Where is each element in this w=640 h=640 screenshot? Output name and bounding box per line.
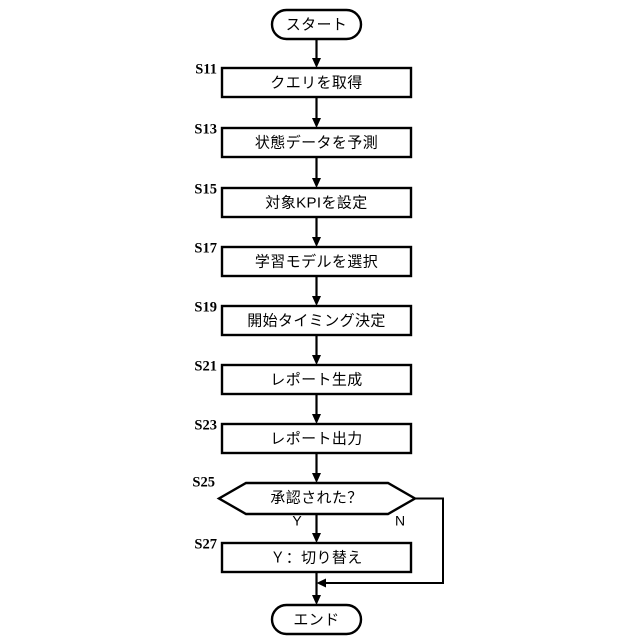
s15-label: 対象KPIを設定 (265, 194, 367, 211)
s27-label: Ｙ：切り替え (270, 549, 362, 566)
connector-s15-to-s17 (312, 217, 321, 247)
s21-label: レポート生成 (270, 371, 362, 388)
step-id-s23: S23 (194, 417, 217, 433)
node-s17[interactable]: 学習モデルを選択 (220, 245, 413, 278)
connector-s25-yes-to-s27 (312, 514, 321, 543)
connector-s25-no-loop (316, 497, 444, 588)
step-id-s13: S13 (194, 121, 217, 137)
node-s11[interactable]: クエリを取得 (220, 66, 413, 99)
node-s21[interactable]: レポート生成 (220, 363, 413, 396)
s13-label: 状態データを予測 (255, 133, 378, 151)
s27-box (220, 541, 413, 574)
connector-s23-to-s25 (312, 453, 321, 483)
step-id-s21: S21 (194, 358, 217, 374)
node-start[interactable]: スタート (270, 8, 363, 41)
s11-label: クエリを取得 (270, 74, 362, 91)
connector-s11-to-s13 (312, 97, 321, 128)
node-s15[interactable]: 対象KPIを設定 (220, 186, 413, 219)
s11-box (220, 66, 413, 99)
s23-box (220, 422, 413, 455)
end-shape (270, 603, 363, 636)
step-id-s17: S17 (194, 240, 217, 256)
step-id-s19: S19 (194, 299, 217, 315)
connector-s13-to-s15 (312, 157, 321, 188)
step-id-s11: S11 (195, 61, 217, 77)
branch-label-no: N (395, 513, 405, 529)
branch-label-yes: Y (292, 513, 302, 529)
step-id-s25: S25 (192, 474, 215, 490)
s25-hexagon (216, 481, 418, 516)
start-label: スタート (286, 16, 348, 33)
node-s19[interactable]: 開始タイミング決定 (220, 304, 413, 337)
s17-label: 学習モデルを選択 (255, 252, 378, 270)
node-s13[interactable]: 状態データを予測 (220, 126, 413, 159)
connector-s27-to-end (312, 572, 321, 605)
s19-label: 開始タイミング決定 (247, 312, 386, 329)
connector-s21-to-s23 (312, 394, 321, 424)
end-label: エンド (293, 611, 339, 628)
step-id-s15: S15 (194, 181, 217, 197)
connector-s19-to-s21 (312, 335, 321, 365)
s25-label: 承認された？ (270, 489, 362, 506)
node-s27[interactable]: Ｙ：切り替え (220, 541, 413, 574)
step-id-s27: S27 (194, 536, 217, 552)
s23-label: レポート出力 (270, 430, 362, 447)
connector-start-to-s11 (312, 39, 321, 68)
node-end[interactable]: エンド (270, 603, 363, 636)
node-s25-decision[interactable]: 承認された？ (216, 481, 418, 516)
node-s23[interactable]: レポート出力 (220, 422, 413, 455)
connector-s17-to-s19 (312, 276, 321, 306)
s15-box (220, 186, 413, 219)
